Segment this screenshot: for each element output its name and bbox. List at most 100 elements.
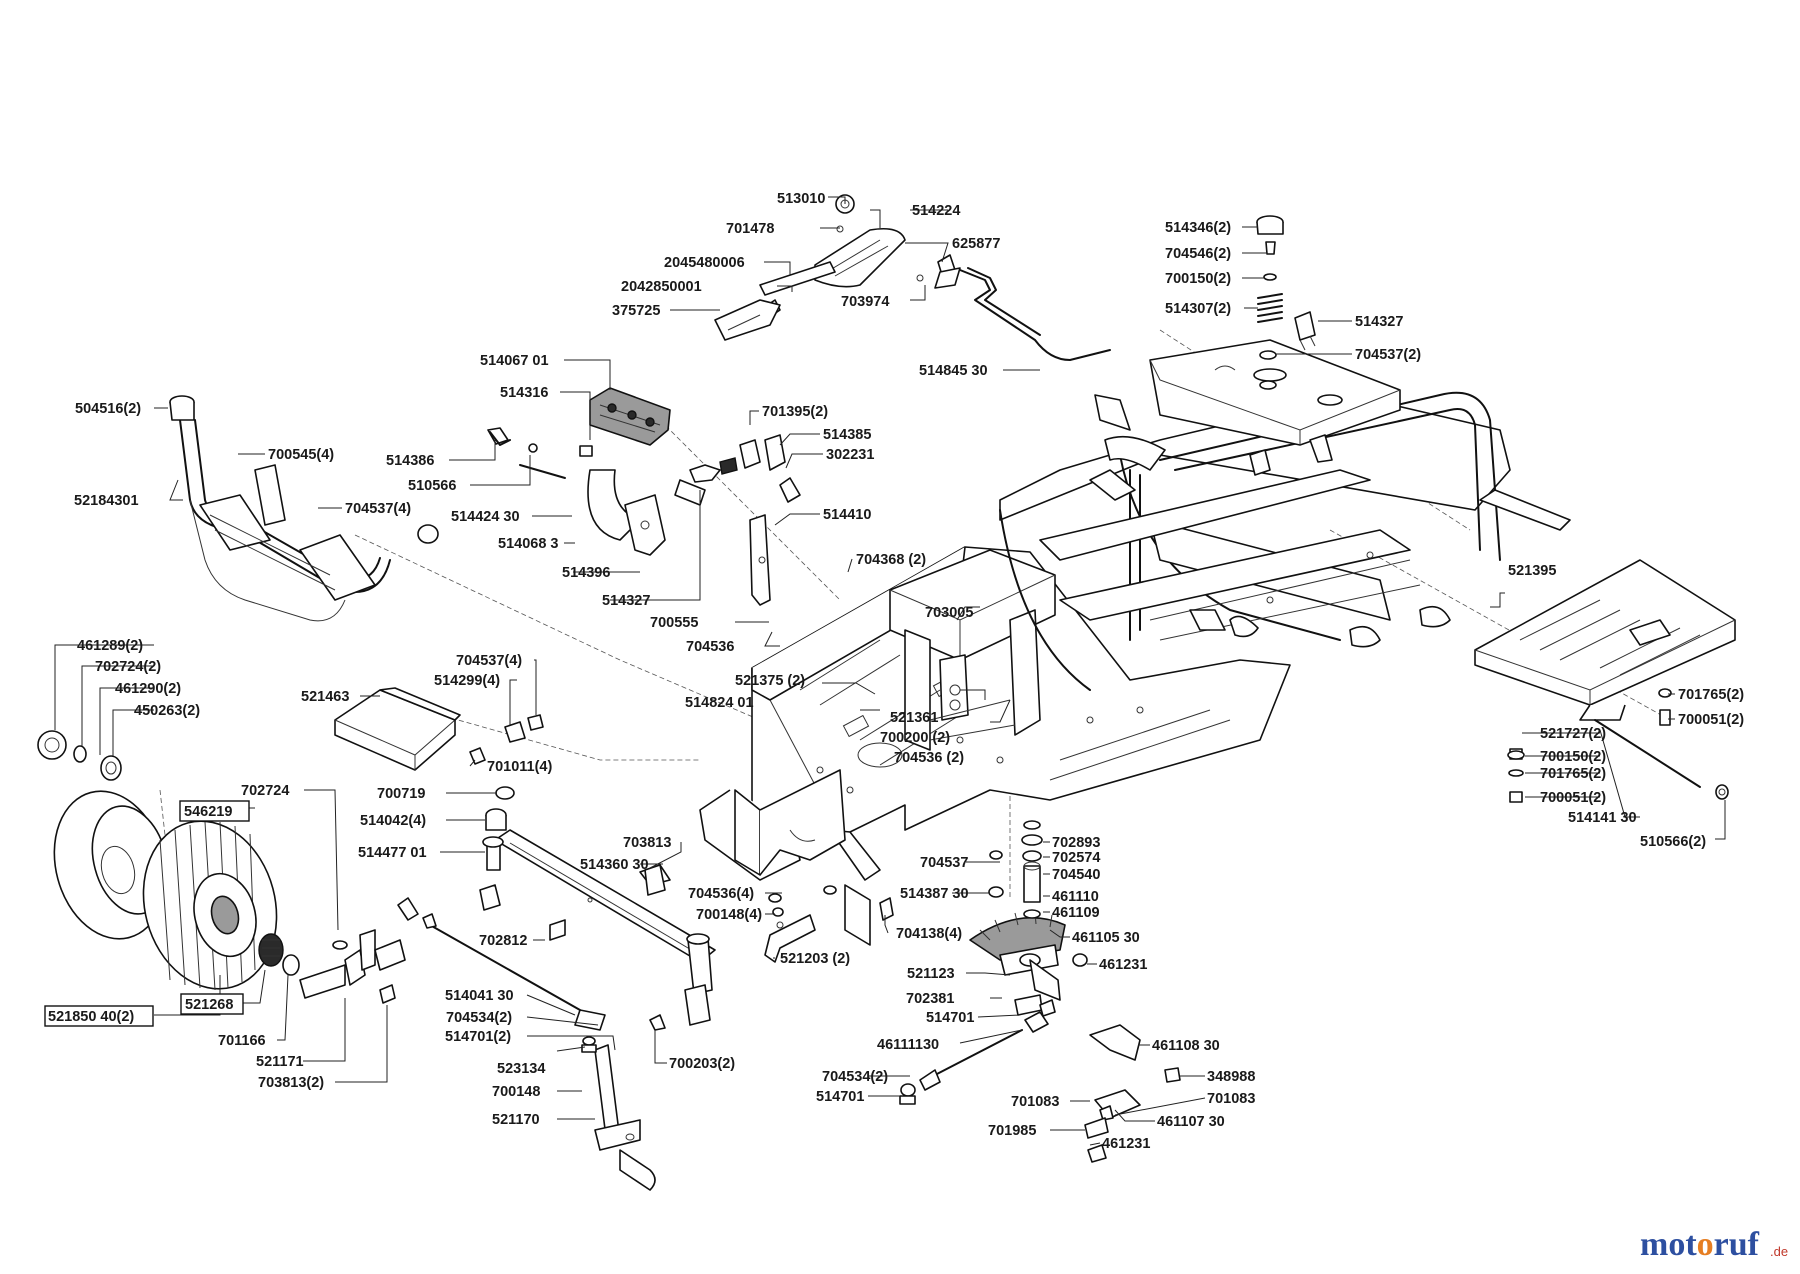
part-label: 704536 — [686, 639, 734, 655]
part-label: 514041 30 — [445, 988, 514, 1004]
part-label: 302231 — [826, 447, 874, 463]
part-label: 375725 — [612, 303, 660, 319]
part-label: 701395(2) — [762, 404, 828, 420]
part-label: 2045480006 — [664, 255, 745, 271]
part-label-boxed: 521850 40(2) — [48, 1009, 134, 1025]
part-label: 52184301 — [74, 493, 139, 509]
part-label: 703974 — [841, 294, 889, 310]
part-label: 514068 3 — [498, 536, 558, 552]
part-label: 514316 — [500, 385, 548, 401]
part-label: 514701 — [926, 1010, 974, 1026]
part-label: 701985 — [988, 1123, 1036, 1139]
part-label: 702574 — [1052, 850, 1100, 866]
part-label: 514845 30 — [919, 363, 988, 379]
motoruf-logo: motoruf .de — [1640, 1226, 1788, 1263]
part-label: 701011(4) — [487, 759, 552, 775]
seat-hardware — [1256, 215, 1316, 390]
part-label: 461107 30 — [1157, 1114, 1225, 1130]
part-label: 704138(4) — [896, 926, 962, 942]
part-label: 702724(2) — [95, 659, 161, 675]
part-label: 514141 30 — [1568, 810, 1637, 826]
part-label-boxed: 521268 — [185, 997, 233, 1013]
part-label: 514327 — [602, 593, 650, 609]
part-label: 514477 01 — [358, 845, 427, 861]
part-label: 701765(2) — [1678, 687, 1744, 703]
part-label: 461109 — [1052, 905, 1100, 921]
part-label: 514701 — [816, 1089, 864, 1105]
steering-shaft-stack — [988, 820, 1043, 919]
part-label: 514385 — [823, 427, 871, 443]
part-label: 700545(4) — [268, 447, 334, 463]
part-label: 704540 — [1052, 867, 1100, 883]
part-label: 701083 — [1207, 1091, 1255, 1107]
part-label: 703005 — [925, 605, 973, 621]
part-label: 521123 — [907, 966, 955, 982]
part-label: 510566 — [408, 478, 456, 494]
part-label: 701478 — [726, 221, 774, 237]
part-label: 521203 (2) — [780, 951, 850, 967]
part-label: 704536 (2) — [894, 750, 964, 766]
switch-brackets — [674, 434, 801, 606]
part-label: 514299(4) — [434, 673, 500, 689]
exploded-drawing — [37, 194, 1736, 1191]
part-label: 514307(2) — [1165, 301, 1231, 317]
part-label: 461290(2) — [115, 681, 181, 697]
part-label: 523134 — [497, 1061, 545, 1077]
part-label: 700200 (2) — [880, 730, 950, 746]
part-label: 704537(2) — [1355, 347, 1421, 363]
part-label: 703813(2) — [258, 1075, 324, 1091]
part-label: 461289(2) — [77, 638, 143, 654]
part-label: 700555 — [650, 615, 698, 631]
part-label: 700719 — [377, 786, 425, 802]
part-label: 521395 — [1508, 563, 1556, 579]
tie-rod — [397, 897, 666, 1031]
part-label: 514327 — [1355, 314, 1403, 330]
part-label: 700203(2) — [669, 1056, 735, 1072]
part-label: 2042850001 — [621, 279, 702, 295]
brand-tld: .de — [1770, 1244, 1788, 1259]
part-label: 514360 30 — [580, 857, 649, 873]
part-label: 702381 — [906, 991, 954, 1007]
part-label: 461105 30 — [1072, 930, 1140, 946]
foot-plate — [334, 687, 461, 771]
brand-name: motoruf — [1640, 1226, 1760, 1263]
part-label: 514824 01 — [685, 695, 754, 711]
foot-pedal — [487, 387, 671, 556]
front-axle — [479, 829, 716, 1026]
drag-link — [899, 999, 1056, 1105]
part-label: 521361 — [890, 710, 938, 726]
part-label: 461231 — [1102, 1136, 1150, 1152]
part-label: 704537 — [920, 855, 968, 871]
brake-lever — [764, 885, 894, 963]
part-label: 700051(2) — [1678, 712, 1744, 728]
part-label: 700051(2) — [1540, 790, 1606, 806]
part-label: 700150(2) — [1165, 271, 1231, 287]
part-label: 46111130 — [877, 1037, 939, 1053]
steering-spindle — [581, 1036, 656, 1191]
stub-axle — [299, 929, 406, 1004]
part-label: 704534(2) — [822, 1069, 888, 1085]
leader-lines — [54, 196, 1726, 1146]
part-label: 704534(2) — [446, 1010, 512, 1026]
part-label: 510566(2) — [1640, 834, 1706, 850]
part-labels: 513010 514224 701478 625877 2045480006 2… — [44, 191, 1744, 1152]
steering-tower — [889, 549, 1056, 751]
part-label: 702724 — [241, 783, 289, 799]
part-label: 704537(4) — [456, 653, 522, 669]
part-label-boxed: 546219 — [184, 804, 232, 820]
part-label: 514410 — [823, 507, 871, 523]
rear-plate-521395 — [1474, 559, 1736, 721]
bushes — [469, 714, 544, 831]
part-label: 704368 (2) — [856, 552, 926, 568]
part-label: 514396 — [562, 565, 610, 581]
part-label: 700150(2) — [1540, 749, 1606, 765]
control-lever — [714, 194, 1111, 361]
part-label: 521375 (2) — [735, 673, 805, 689]
part-label: 514346(2) — [1165, 220, 1231, 236]
part-label: 625877 — [952, 236, 1000, 252]
part-label: 702812 — [479, 933, 527, 949]
part-label: 514387 30 — [900, 886, 969, 902]
part-label: 450263(2) — [134, 703, 200, 719]
rear-rod — [1507, 688, 1729, 803]
part-label: 461231 — [1099, 957, 1147, 973]
